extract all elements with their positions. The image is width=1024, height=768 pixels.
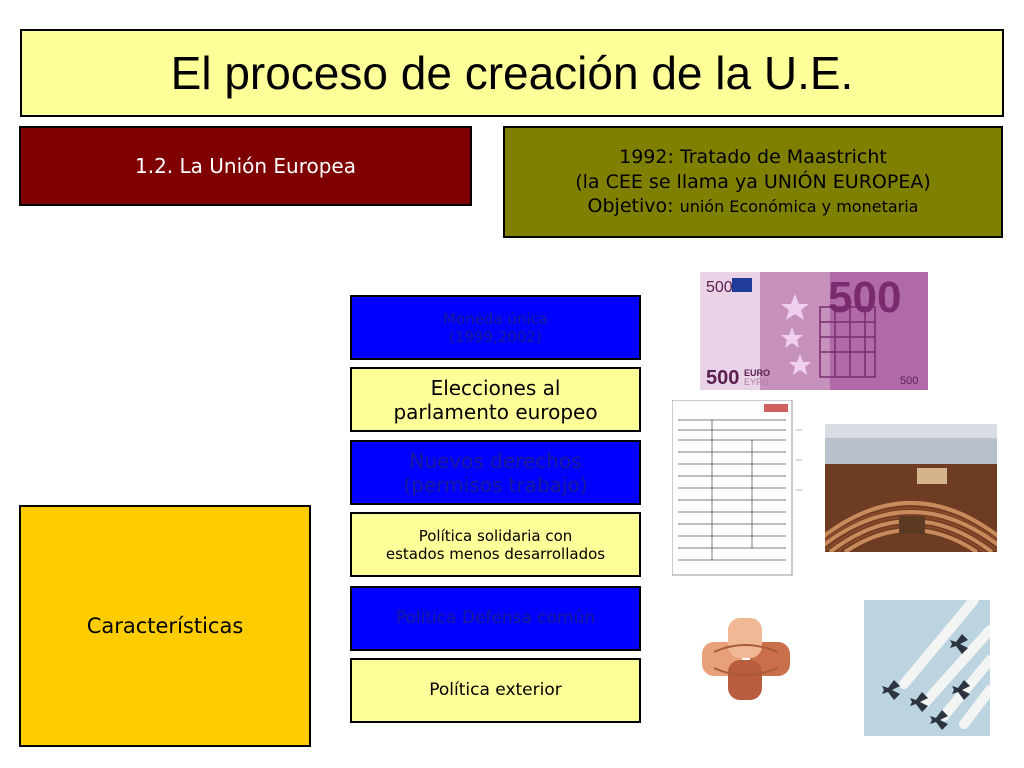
feature-new-rights: Nuevos derechos (permisos trabajo) [350, 440, 641, 505]
section-subtitle: 1.2. La Unión Europea [134, 154, 356, 178]
feature-single-currency: Moneda única (1999,2002) [350, 295, 641, 360]
feature-line: Elecciones al [430, 375, 561, 400]
feature-foreign-policy: Política exterior [350, 658, 641, 723]
banknote-image: 500 500 500 EURO EYPΩ 500 [700, 272, 928, 390]
feature-line: Política solidaria con [418, 526, 573, 545]
objective-label: Objetivo: [587, 195, 674, 218]
feature-line: Moneda única [443, 309, 548, 328]
feature-line: estados menos desarrollados [385, 544, 606, 563]
feature-defense-policy: Política Defensa común [350, 586, 641, 651]
feature-line: (1999,2002) [449, 327, 542, 346]
banknote-value-right: 500 [900, 375, 918, 387]
treaty-line-2: (la CEE se llama ya UNIÓN EUROPEA) [575, 170, 931, 193]
joined-hands-image [694, 612, 798, 706]
banknote-value-large: 500 [828, 273, 901, 322]
work-permit-forms-image [672, 400, 802, 582]
fighter-jets-image [864, 600, 990, 736]
banknote-value-bottom: 500 [706, 367, 739, 389]
banknote-value-small: 500 [706, 279, 733, 296]
feature-line: (permisos trabajo) [403, 472, 588, 497]
feature-solidarity-policy: Política solidaria con estados menos des… [350, 512, 641, 577]
banknote-currency: EURO [744, 368, 770, 378]
treaty-objective: Objetivo: unión Económica y monetaria [588, 194, 919, 219]
treaty-line-1: 1992: Tratado de Maastricht [619, 145, 887, 168]
feature-line: Política Defensa común [395, 608, 596, 629]
feature-elections: Elecciones al parlamento europeo [350, 367, 641, 432]
objective-text: unión Económica y monetaria [679, 197, 919, 217]
feature-line: Nuevos derechos [409, 448, 582, 473]
characteristics-label: Características [86, 614, 244, 638]
feature-line: parlamento europeo [393, 399, 598, 424]
characteristics-box: Características [19, 505, 311, 747]
european-parliament-image [825, 424, 997, 552]
title-box: El proceso de creación de la U.E. [20, 29, 1004, 117]
feature-line: Política exterior [429, 680, 562, 701]
treaty-box: 1992: Tratado de Maastricht (la CEE se l… [503, 126, 1003, 238]
subtitle-box: 1.2. La Unión Europea [19, 126, 472, 206]
page-title: El proceso de creación de la U.E. [170, 47, 854, 99]
banknote-currency-greek: EYPΩ [744, 377, 769, 387]
